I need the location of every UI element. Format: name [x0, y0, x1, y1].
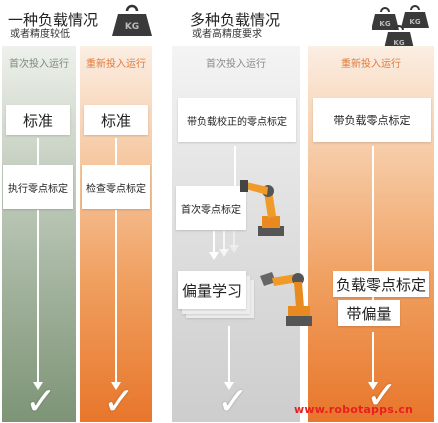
- arrow-down-icon: [33, 382, 43, 390]
- connector: [37, 210, 39, 388]
- weight-label: KG: [125, 22, 139, 32]
- arrow-down-icon: [209, 252, 219, 260]
- load-corrected-calibration-box: 带负载校正的零点标定: [178, 98, 296, 142]
- arrow-down-icon: [111, 382, 121, 390]
- zero-calibration-box: 执行零点标定: [3, 165, 73, 209]
- weight-icon: KG: [112, 4, 152, 36]
- checkmark-icon: ✓: [366, 373, 398, 417]
- connector: [213, 231, 215, 255]
- connector: [233, 231, 235, 247]
- section-one-title: 一种负载情况: [8, 11, 99, 29]
- standard-box: 标准: [84, 105, 148, 135]
- checkmark-icon: ✓: [103, 379, 135, 423]
- weight-label: KG: [393, 39, 404, 47]
- connector: [223, 231, 225, 251]
- connector: [372, 332, 374, 386]
- load-zero-calibration-box: 带负载零点标定: [313, 98, 431, 142]
- checkmark-icon: ✓: [217, 379, 249, 423]
- section-two-title: 多种负载情况: [190, 11, 281, 29]
- column-heading: 重新投入运行: [86, 59, 146, 70]
- column-heading: 首次投入运行: [9, 59, 69, 70]
- watermark: www.robotapps.cn: [294, 403, 414, 416]
- arrow-down-icon: [368, 382, 378, 390]
- connector: [228, 326, 230, 386]
- connector: [115, 138, 117, 180]
- section-two-subtitle: 或者高精度要求: [192, 29, 262, 40]
- weights-icon: KG KG KG: [372, 5, 429, 49]
- checkmark-icon: ✓: [25, 379, 57, 423]
- connector: [37, 138, 39, 180]
- arrow-down-icon: [219, 249, 229, 257]
- first-zero-calibration-box: 首次零点标定: [176, 186, 246, 230]
- connector: [234, 146, 236, 190]
- arrow-down-icon: [229, 245, 239, 253]
- with-offset-box: 带偏量: [338, 300, 400, 326]
- connector: [372, 146, 374, 306]
- weight-label: KG: [379, 20, 390, 28]
- standard-box: 标准: [6, 105, 70, 135]
- column-restart-single: 重新投入运行: [80, 46, 152, 422]
- check-calibration-box: 检查零点标定: [82, 165, 150, 209]
- offset-learning-box: 偏量学习: [178, 271, 246, 309]
- section-one-subtitle: 或者精度较低: [10, 29, 70, 40]
- column-heading: 重新投入运行: [341, 59, 401, 70]
- connector: [115, 210, 117, 388]
- robot-arm-icon: [260, 272, 312, 326]
- column-heading: 首次投入运行: [206, 59, 266, 70]
- weight-label: KG: [409, 18, 420, 26]
- load-calibration-box: 负载零点标定: [333, 271, 429, 297]
- arrow-down-icon: [224, 382, 234, 390]
- column-first-start-single: 首次投入运行: [2, 46, 76, 422]
- robot-arm-icon: [240, 180, 284, 236]
